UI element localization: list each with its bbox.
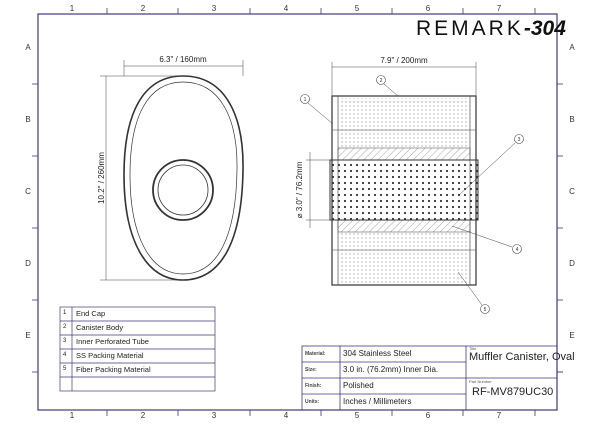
part-number: 4 (63, 352, 67, 358)
diameter-dimension-label: ⌀ 3.0" / 76.2mm (295, 161, 304, 218)
front-view-oval (123, 75, 244, 281)
balloon-4: 4 (516, 247, 519, 253)
material-key: Material: (305, 351, 326, 357)
column-label: 7 (496, 411, 502, 420)
title-block-grid (301, 345, 563, 411)
title-label: Title (469, 346, 477, 351)
finish-value: Polished (343, 381, 374, 390)
column-label: 7 (496, 4, 502, 13)
part-number-value: RF-MV879UC30 (472, 386, 554, 398)
column-label: 2 (140, 411, 146, 420)
row-label: A (25, 43, 31, 52)
parts-list-grid (59, 306, 216, 392)
part-name: Canister Body (76, 323, 124, 332)
part-number: 5 (63, 366, 67, 372)
finish-key: Finish: (305, 383, 322, 389)
part-name: End Cap (76, 309, 106, 318)
column-label: 6 (425, 411, 431, 420)
part-number: 2 (63, 324, 67, 330)
row-label: C (569, 187, 575, 196)
units-key: Units: (305, 399, 320, 405)
column-label: 2 (140, 4, 146, 13)
row-label: B (25, 115, 31, 124)
row-label: D (25, 259, 31, 268)
column-label: 1 (69, 4, 75, 13)
column-label: 3 (211, 4, 217, 13)
row-label: E (25, 331, 31, 340)
part-number-label: Part Number (469, 379, 492, 384)
logo-suffix: -304 (523, 17, 566, 40)
column-label: 3 (211, 411, 217, 420)
sheet-frame (32, 8, 563, 416)
part-name: Inner Perforated Tube (76, 337, 149, 346)
balloon-5: 5 (484, 307, 487, 313)
front-view-dimensions (100, 60, 244, 281)
row-label: E (569, 331, 575, 340)
balloon-2: 2 (380, 78, 383, 84)
balloon-3: 3 (518, 137, 521, 143)
material-value: 304 Stainless Steel (343, 349, 412, 358)
size-value: 3.0 in. (76.2mm) Inner Dia. (343, 365, 439, 374)
width-dimension-label: 6.3" / 160mm (159, 55, 207, 64)
part-name: SS Packing Material (76, 351, 144, 360)
part-number: 1 (63, 310, 67, 316)
column-label: 5 (354, 4, 360, 13)
part-name: Fiber Packing Material (76, 365, 151, 374)
drawing-title: Muffler Canister, Oval (469, 351, 575, 363)
row-label: C (25, 187, 31, 196)
column-label: 4 (283, 411, 289, 420)
row-label: D (569, 259, 575, 268)
side-view-section (329, 95, 479, 286)
row-label: A (569, 43, 575, 52)
column-label: 5 (354, 411, 360, 420)
column-label: 1 (69, 411, 75, 420)
remark-304-logo: REMARK-304 (416, 17, 566, 41)
column-label: 4 (283, 4, 289, 13)
height-dimension-label: 10.2" / 260mm (97, 152, 106, 204)
length-dimension-label: 7.9" / 200mm (380, 56, 428, 65)
units-value: Inches / Millimeters (343, 397, 412, 406)
row-label: B (569, 115, 575, 124)
part-number: 3 (63, 338, 67, 344)
balloon-1: 1 (304, 97, 307, 103)
size-key: Size: (305, 367, 317, 373)
column-label: 6 (425, 4, 431, 13)
balloon-callouts: 1 2 3 4 5 (300, 75, 524, 314)
logo-text: REMARK (416, 17, 524, 40)
side-view-dimensions (306, 62, 516, 306)
